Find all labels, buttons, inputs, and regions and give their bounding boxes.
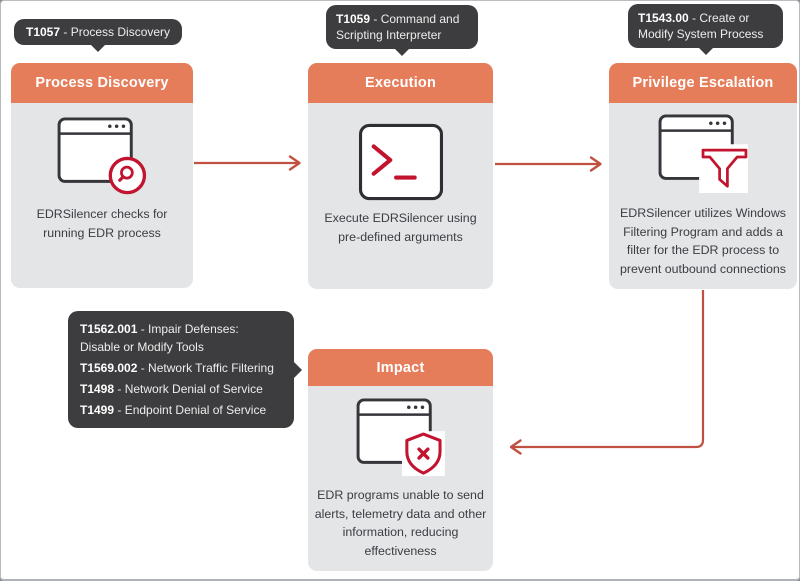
technique-name: - Create or Modify System Process (638, 11, 764, 42)
technique-id: T1569.002 (80, 361, 138, 375)
technique-tooltip-process-discovery: T1057 - Process Discovery (14, 19, 183, 45)
card-body: EDRSilencer checks for running EDR proce… (11, 103, 193, 288)
card-description: EDRSilencer utilizes Windows Filtering P… (619, 206, 787, 276)
card-impact: Impact EDR programs unable to send alert… (308, 349, 493, 571)
card-title: Process Discovery (11, 63, 193, 103)
card-title: Impact (308, 349, 493, 386)
browser-filter-icon (658, 114, 748, 194)
technique-id: T1498 (80, 382, 115, 396)
technique-id: T1059 (336, 12, 371, 26)
card-title: Execution (308, 63, 493, 103)
technique-item: T1562.001 - Impair Defenses: Disable or … (80, 320, 282, 356)
card-body: EDR programs unable to send alerts, tele… (308, 386, 493, 571)
technique-tooltip-privilege-escalation: T1543.00 - Create or Modify System Proce… (628, 4, 783, 49)
card-body: Execute EDRSilencer using pre-defined ar… (308, 103, 493, 289)
arrow-process-to-execution (194, 155, 301, 171)
card-body: EDRSilencer utilizes Windows Filtering P… (609, 103, 797, 289)
technique-id: T1499 (80, 403, 115, 417)
technique-name: - Network Traffic Filtering (137, 361, 274, 375)
browser-shield-alert-icon (356, 398, 445, 477)
technique-id: T1562.001 (80, 322, 138, 336)
card-description: Execute EDRSilencer using pre-defined ar… (324, 211, 477, 244)
technique-name: - Command and Scripting Interpreter (336, 12, 460, 43)
technique-item: T1498 - Network Denial of Service (80, 380, 282, 398)
card-process-discovery: Process Discovery EDRSilencer checks for… (11, 63, 193, 288)
card-execution: Execution Execute EDRSilencer using pre-… (308, 63, 493, 289)
card-title: Privilege Escalation (609, 63, 797, 103)
technique-name: - Endpoint Denial of Service (114, 403, 267, 417)
technique-name: - Process Discovery (60, 25, 171, 39)
technique-tooltip-execution: T1059 - Command and Scripting Interprete… (326, 5, 478, 50)
terminal-prompt-icon (358, 123, 443, 201)
card-privilege-escalation: Privilege Escalation EDRSilencer utilize… (609, 63, 797, 289)
browser-search-icon (57, 117, 147, 195)
technique-name: - Impair Defenses: Disable or Modify Too… (80, 322, 239, 354)
technique-item: T1499 - Endpoint Denial of Service (80, 401, 282, 419)
arrow-execution-to-privilege (495, 156, 602, 172)
technique-item: T1569.002 - Network Traffic Filtering (80, 359, 282, 377)
card-description: EDRSilencer checks for running EDR proce… (36, 207, 168, 240)
technique-id: T1057 (26, 25, 61, 39)
technique-tooltip-impact: T1562.001 - Impair Defenses: Disable or … (68, 311, 294, 428)
card-description: EDR programs unable to send alerts, tele… (314, 488, 487, 558)
technique-id: T1543.00 (638, 11, 689, 25)
technique-name: - Network Denial of Service (114, 382, 263, 396)
arrow-privilege-to-impact (509, 290, 705, 455)
